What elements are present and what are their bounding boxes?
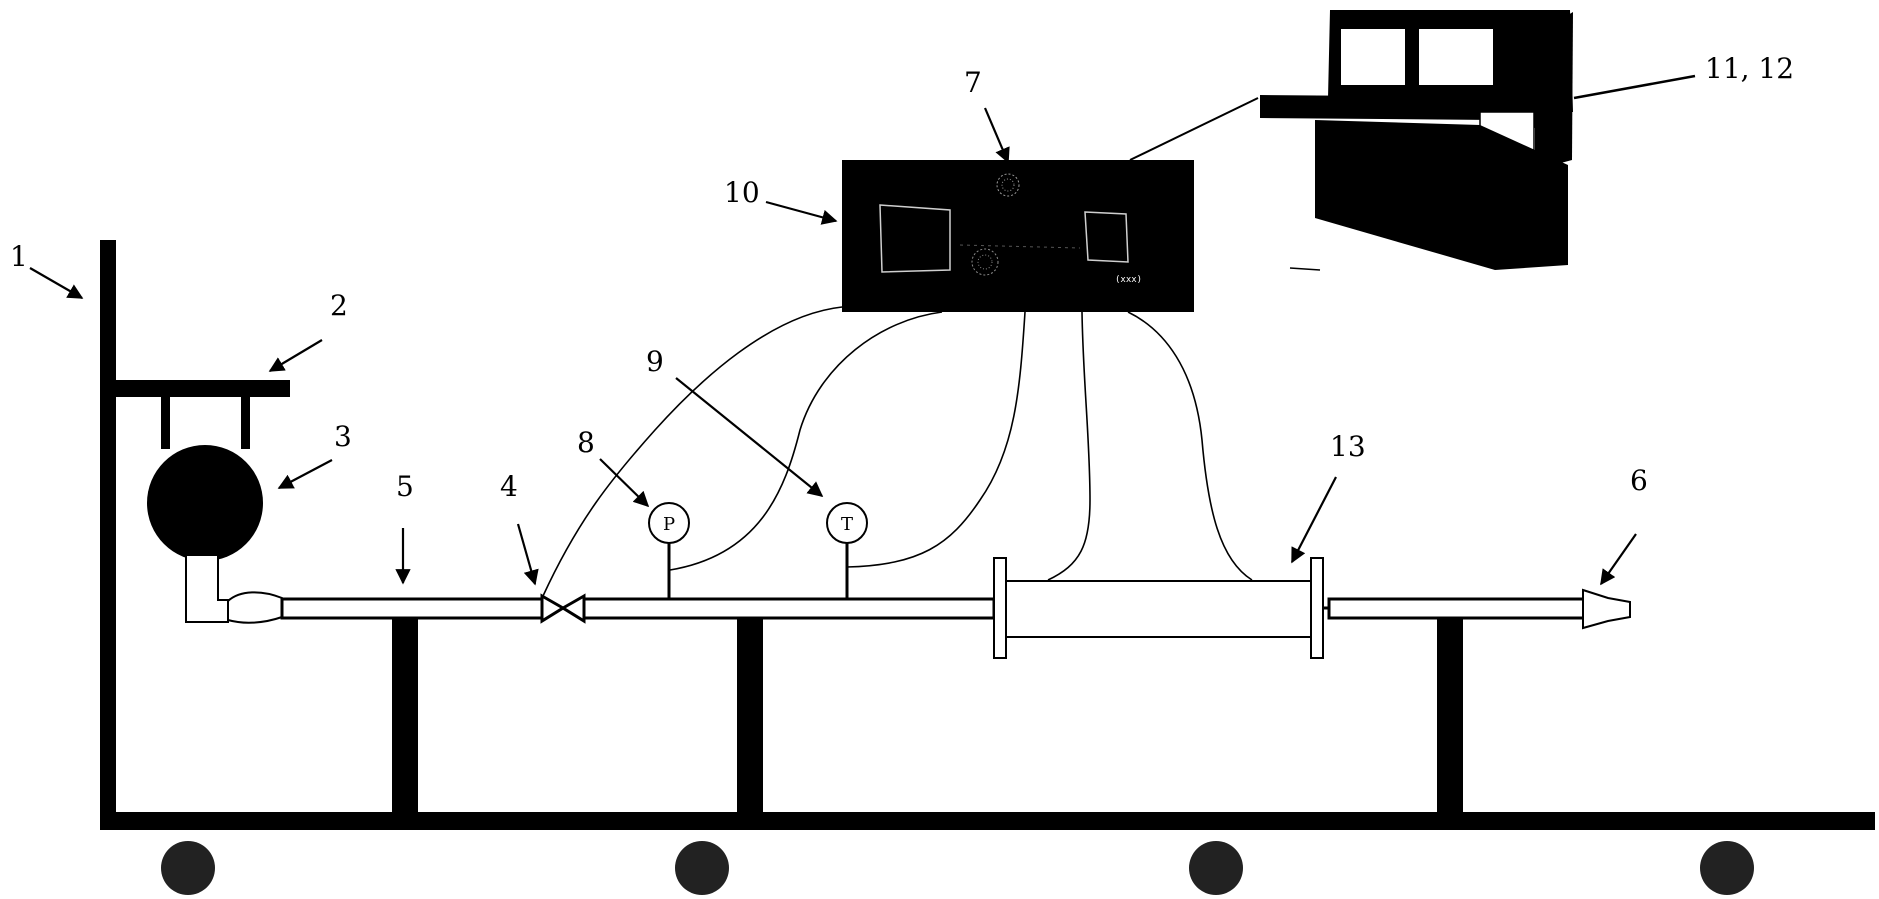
butterfly-valve-icon: [540, 593, 586, 624]
support-leg-2: [737, 617, 763, 817]
wheel-icon: [161, 841, 215, 895]
cable-to-valve: [542, 306, 843, 597]
pressure-gauge-icon: P: [648, 502, 690, 599]
label-temperature-gauge: 9: [646, 345, 664, 378]
controller-panel-text: (xxx): [1115, 275, 1142, 285]
label-shelf: 2: [330, 289, 348, 322]
frame: [100, 240, 1875, 830]
leader-arrows: [29, 74, 1696, 586]
nozzle: [1582, 588, 1631, 630]
wheels: [161, 841, 1754, 895]
label-controller-box: 10: [724, 176, 760, 209]
cable-to-pressure-gauge: [669, 311, 943, 571]
temperature-gauge-symbol: T: [841, 514, 853, 535]
label-console: 11, 12: [1705, 52, 1794, 85]
label-tank: 3: [334, 420, 352, 453]
label-frame: 1: [10, 240, 28, 273]
temperature-gauge-icon: T: [826, 502, 868, 599]
console: [1260, 10, 1573, 271]
frame-base-rail: [100, 812, 1875, 830]
label-valve: 4: [500, 470, 518, 503]
support-leg-3: [1437, 617, 1463, 817]
tank: [147, 445, 283, 624]
signal-cables: [542, 97, 1259, 597]
cable-to-test-section-2: [1127, 311, 1253, 581]
cable-to-test-section-1: [1047, 311, 1091, 581]
label-inlet-pipe: 5: [396, 470, 414, 503]
wheel-icon: [675, 841, 729, 895]
pressure-gauge-symbol: P: [663, 514, 675, 535]
cable-to-console: [1129, 97, 1259, 161]
wheel-icon: [1189, 841, 1243, 895]
frame-upright: [100, 240, 116, 830]
wheel-icon: [1700, 841, 1754, 895]
controller-box: (xxx): [842, 160, 1194, 312]
part-labels: 1 2 3 5 4 8 9 10 7 11, 12 13 6: [10, 52, 1794, 503]
test-section: [993, 557, 1330, 659]
label-nozzle: 6: [1630, 464, 1648, 497]
support-leg-1: [392, 617, 418, 817]
label-test-section: 13: [1330, 430, 1366, 463]
inlet-pipe: [280, 597, 1587, 620]
label-controller-top: 7: [964, 66, 982, 99]
label-pressure-gauge: 8: [577, 426, 595, 459]
cable-to-temperature-gauge: [846, 311, 1026, 568]
shelf: [112, 380, 290, 449]
